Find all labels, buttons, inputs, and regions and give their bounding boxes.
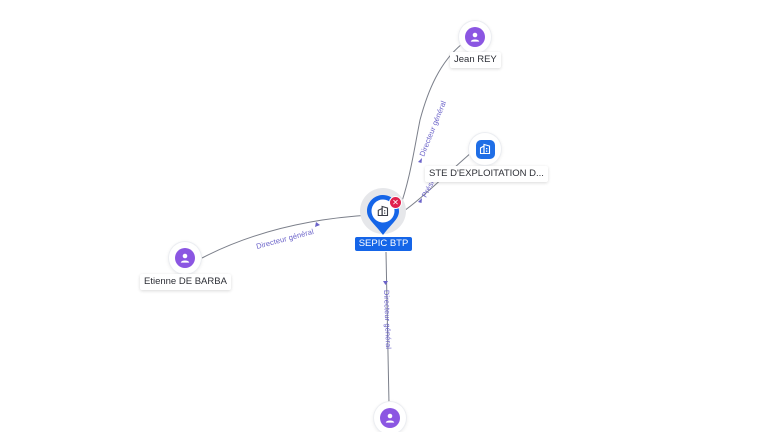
node-label-jean-rey[interactable]: Jean REY — [450, 52, 501, 68]
person-icon — [175, 248, 195, 268]
building-icon — [377, 205, 389, 217]
edge-ste-exploitation — [400, 151, 473, 214]
person-node-etienne-de-barba[interactable] — [169, 242, 201, 274]
edge-arrow-ste-exploitation — [418, 198, 422, 203]
edge-arrow-etienne-de-barba — [315, 222, 320, 227]
edge-label-jean-rey: Directeur général — [418, 99, 449, 158]
node-label-ste-exploitation[interactable]: STE D'EXPLOITATION D... — [425, 166, 548, 182]
close-icon[interactable]: ✕ — [389, 196, 402, 209]
node-label-etienne-de-barba[interactable]: Etienne DE BARBA — [140, 274, 231, 290]
person-node-bottom[interactable] — [374, 402, 406, 432]
person-icon — [465, 27, 485, 47]
company-node-ste-exploitation[interactable] — [469, 133, 501, 165]
main-node-label[interactable]: SEPIC BTP — [355, 237, 412, 251]
building-icon — [475, 139, 495, 159]
edge-jean-rey — [398, 43, 463, 211]
edge-arrow-jean-rey — [418, 158, 422, 163]
edge-label-etienne-de-barba: Directeur général — [255, 227, 315, 251]
person-icon — [380, 408, 400, 428]
edge-arrow-bottom-person — [383, 281, 388, 285]
edge-bottom-person — [385, 251, 390, 405]
edge-etienne-de-barba — [201, 214, 371, 259]
person-node-jean-rey[interactable] — [459, 21, 491, 53]
edge-label-bottom-person: Directeur général — [382, 290, 393, 350]
